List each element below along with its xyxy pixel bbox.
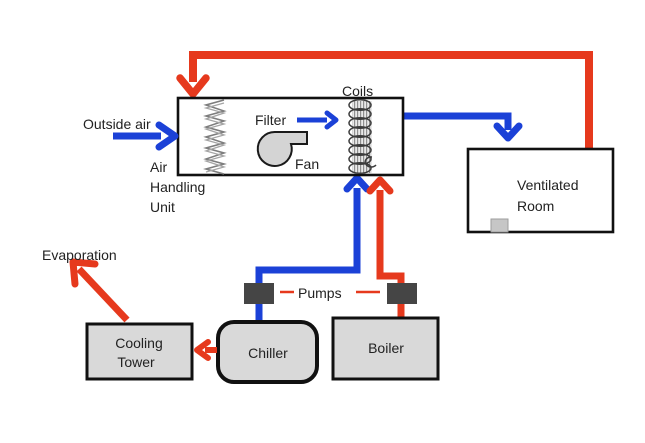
filter-label: Filter	[255, 112, 286, 128]
ventilated-room-label-line1: Ventilated	[517, 177, 579, 193]
supply-air-duct	[403, 112, 523, 142]
evaporation-label: Evaporation	[42, 247, 117, 263]
filter-element	[203, 99, 227, 175]
ahu-label-line1: Air	[150, 159, 167, 175]
pump-left	[244, 283, 274, 304]
cooling-tower-label-line1: Cooling	[115, 335, 162, 351]
chiller-box	[216, 320, 319, 384]
filter-arrow	[297, 110, 339, 130]
pump-right	[387, 283, 417, 304]
outside-air-label: Outside air	[83, 116, 151, 132]
hot-water-arrowhead	[366, 176, 394, 195]
ventilated-room-label-line2: Room	[517, 198, 554, 214]
chiller-label: Chiller	[248, 345, 288, 361]
condenser-water-arrow	[194, 339, 217, 361]
fan-shape	[256, 130, 308, 167]
return-air-arrowhead	[176, 74, 210, 98]
chilled-water-arrowhead	[343, 174, 371, 193]
outside-air-arrow	[113, 121, 179, 151]
ahu-label-line3: Unit	[150, 199, 175, 215]
cooling-tower-label-line2: Tower	[117, 354, 155, 370]
evaporation-arrow	[69, 258, 130, 323]
ventilated-room-box	[466, 147, 615, 234]
coils-element	[348, 98, 377, 175]
pumps-label: Pumps	[298, 285, 342, 301]
boiler-box	[331, 316, 440, 381]
chilled-water-pipe	[255, 174, 371, 324]
boiler-label: Boiler	[368, 340, 404, 356]
return-air-duct	[176, 51, 593, 148]
ahu-label-line2: Handling	[150, 179, 205, 195]
fan-label: Fan	[295, 156, 319, 172]
cooling-tower-box	[85, 322, 194, 381]
supply-air-arrowhead	[493, 122, 523, 142]
coils-label: Coils	[342, 83, 373, 99]
vent-grille	[490, 218, 509, 233]
coil-hook	[364, 156, 377, 168]
